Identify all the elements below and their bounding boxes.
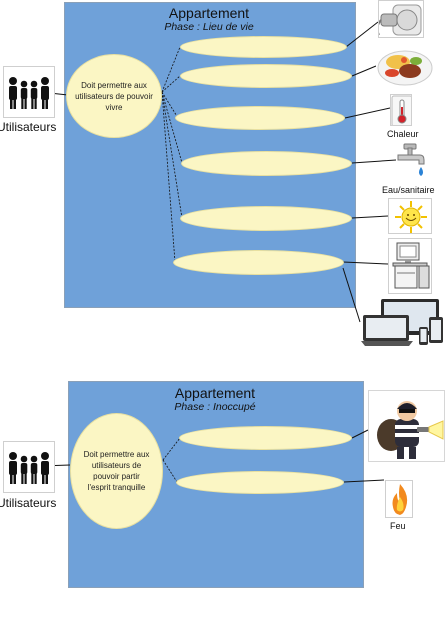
thermometer-icon — [390, 94, 412, 126]
use-case-ellipse-1 — [179, 426, 352, 450]
use-case-ellipse-5 — [180, 206, 352, 231]
fire-icon — [385, 480, 413, 518]
actor-label: Utilisateurs — [0, 496, 57, 510]
caption-fire: Feu — [390, 521, 406, 531]
computer-icon — [388, 238, 432, 294]
water-tap-icon — [396, 142, 426, 182]
caption-water: Eau/sanitaire — [382, 185, 435, 195]
use-case-ellipse-2 — [180, 64, 352, 88]
burglar-icon — [368, 390, 445, 462]
actor-label: Utilisateurs — [0, 120, 57, 134]
connector-lines-top — [39, 21, 397, 323]
system-phase: Phase : Lieu de vie — [164, 21, 254, 33]
use-case-ellipse-3 — [175, 106, 345, 130]
system-title: Appartement — [174, 385, 256, 401]
system-phase: Phase : Inoccupé — [174, 401, 256, 413]
caption-heat: Chaleur — [387, 129, 419, 139]
main-function-ellipse: Doit permettre aux utilisateurs de pouvo… — [66, 54, 162, 138]
use-case-ellipse-6 — [173, 250, 344, 275]
food-plate-icon — [376, 44, 434, 88]
main-function-ellipse: Doit permettre aux utilisateurs de pouvo… — [70, 413, 163, 529]
system-title: Appartement — [168, 5, 250, 21]
actor-users-icon — [3, 66, 55, 118]
actor-users-icon — [3, 441, 55, 493]
devices-icon — [361, 297, 445, 351]
use-case-ellipse-4 — [181, 151, 352, 176]
power-outlet-icon — [378, 0, 424, 38]
sun-icon — [388, 198, 432, 234]
use-case-ellipse-1 — [180, 36, 347, 58]
use-case-ellipse-2 — [176, 471, 344, 494]
